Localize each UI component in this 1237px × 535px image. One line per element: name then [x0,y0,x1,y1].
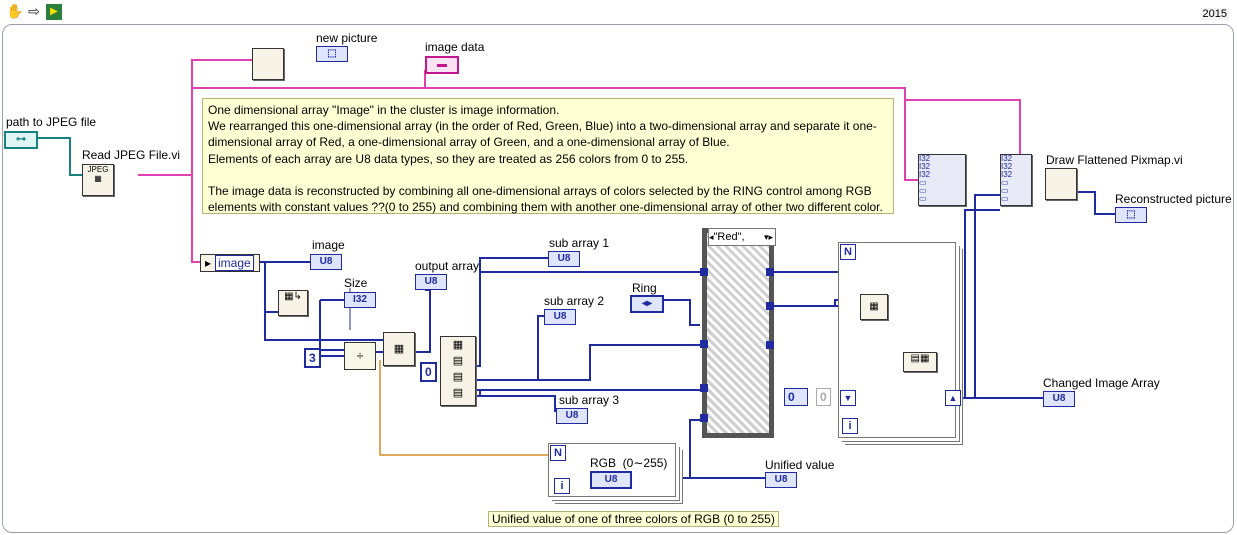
loop-iteration-terminal: i [554,478,570,494]
divide-icon[interactable]: ÷ [344,342,376,370]
index-array-icon[interactable]: ▦▤▤▤ [440,336,476,406]
toolbar: ✋ ⇨ ▶ 2015 [0,0,1237,26]
ring-control[interactable]: ◂▸ [630,295,664,313]
image-indicator-label: image [312,238,345,252]
sub-array-1-label: sub array 1 [549,236,610,250]
draw-flattened-label: Draw Flattened Pixmap.vi [1046,153,1183,167]
picture-vi-icon[interactable] [252,48,284,80]
case-tunnel [766,341,774,349]
sub-array-3-label: sub array 3 [559,393,620,407]
path-label: path to JPEG file [6,115,97,129]
case-tunnel [766,302,774,310]
loop-count-terminal[interactable]: N [550,445,566,461]
unbundle-by-name[interactable]: ▸image [200,254,260,272]
sub-array-2-indicator[interactable]: U8 [544,309,576,325]
case-tunnel [700,268,708,276]
image-indicator[interactable]: U8 [310,254,342,270]
labview-icon[interactable]: ▶ [46,4,62,20]
case-selector-label: "Red", [713,231,745,243]
new-picture-label: new picture [316,31,378,45]
reconstructed-picture-indicator[interactable]: ⬚ [1115,207,1147,223]
case-selector[interactable]: ◂"Red", ▾▸ [708,228,776,246]
constant-0-index[interactable]: 0 [420,362,437,382]
sub-array-3-indicator[interactable]: U8 [556,408,588,424]
reconstructed-label: Reconstructed picture [1115,192,1232,206]
loop-iteration-terminal-2: i [842,418,858,434]
image-data-indicator[interactable]: ▬ [425,56,459,74]
version-label: 2015 [1200,8,1229,20]
draw-pixmap-vi-icon[interactable] [1045,168,1077,200]
unbundle-element-label: image [215,255,254,271]
block-diagram [2,24,1234,533]
run-arrow-icon[interactable]: ⇨ [28,4,40,20]
reshape-array-icon[interactable]: ▦ [383,332,415,366]
unbundle-arrow-icon: ▸ [204,256,212,270]
rgb-control[interactable]: U8 [590,471,632,489]
shift-register-left: ▼ [840,390,856,406]
shift-register-right: ▲ [945,390,961,406]
case-tunnel [766,268,774,276]
case-structure [702,228,774,438]
new-picture-indicator[interactable]: ⬚ [316,46,348,62]
case-prev-icon[interactable]: ◂ [709,232,714,242]
sub-array-1-indicator[interactable]: U8 [548,251,580,267]
path-control[interactable]: ⊶ [4,131,38,149]
case-tunnel [700,384,708,392]
output-array-label: output array [415,259,480,273]
ring-label: Ring [632,281,657,295]
read-jpeg-vi-icon[interactable]: JPEG▦ [82,164,114,196]
unified-value-indicator[interactable]: U8 [765,472,797,488]
reshape-icon-2[interactable]: ▤▦ [903,352,937,372]
sub-array-2-label: sub array 2 [544,294,605,308]
case-dropdown-icon[interactable]: ▾▸ [763,232,773,242]
array-constant-0[interactable]: 0 [784,388,808,406]
read-jpeg-label: Read JPEG File.vi [82,148,181,162]
image-data-label: image data [425,40,485,54]
unified-value-label: Unified value [765,458,835,472]
array-constant-0-element[interactable]: 0 [816,388,831,406]
comment-main: One dimensional array "Image" in the clu… [202,98,894,214]
hand-tool-icon[interactable]: ✋ [6,4,24,20]
size-indicator[interactable]: I32 [344,292,376,308]
for-loop-rebuild [838,242,956,438]
output-array-indicator[interactable]: U8 [415,274,447,290]
case-tunnel [700,414,708,422]
size-label: Size [344,276,368,290]
constant-3[interactable]: 3 [304,348,321,368]
changed-image-label: Changed Image Array [1043,376,1160,390]
array-size-icon[interactable]: ▦↳ [278,290,308,316]
rgb-range-label: RGB (0∼255) [590,456,668,470]
build-array-icon[interactable]: ▦ [860,294,888,320]
changed-image-indicator[interactable]: U8 [1043,391,1075,407]
loop-count-terminal-2[interactable]: N [840,244,856,260]
comment-bottom: Unified value of one of three colors of … [488,511,779,527]
case-tunnel [700,340,708,348]
